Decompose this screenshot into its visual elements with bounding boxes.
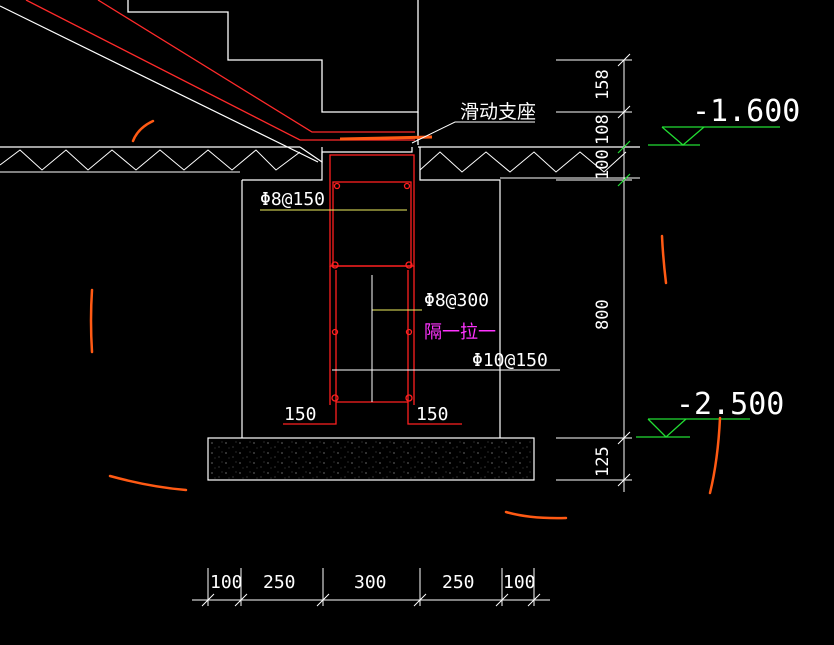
dim-v-158: 158	[593, 69, 613, 100]
dim-v-800: 800	[593, 299, 613, 330]
soil-hatch	[0, 149, 640, 179]
foundation-outline	[241, 147, 501, 438]
horizontal-dimension-chain	[192, 568, 550, 607]
dim-h-100-right: 100	[503, 572, 536, 593]
dim-h-250-left: 250	[263, 572, 296, 593]
concrete-pad	[207, 437, 535, 481]
dim-v-125: 125	[593, 446, 613, 477]
sliding-support-label: 滑动支座	[460, 101, 536, 123]
stair-steps	[127, 0, 419, 145]
dim-h-250-right: 250	[442, 572, 475, 593]
markup-strokes	[89, 119, 722, 520]
rebar-top-label: Φ8@150	[260, 189, 325, 210]
stair-underside	[0, 5, 319, 163]
rebar-bottom-label: Φ10@150	[472, 350, 548, 371]
level-bottom-label: -2.500	[676, 387, 784, 422]
dim-h-300: 300	[354, 572, 387, 593]
right-anchor-length: 150	[416, 404, 449, 425]
level-top-label: -1.600	[692, 94, 800, 129]
level-marker-top	[648, 126, 780, 146]
dim-v-100: 100	[593, 149, 613, 180]
ground-line	[0, 146, 640, 164]
dim-v-108: 108	[593, 114, 613, 145]
level-ticks	[617, 140, 631, 187]
rebar-cage	[283, 154, 462, 425]
tie-note-label: 隔一拉一	[424, 322, 496, 343]
vertical-dimension-chain	[556, 53, 632, 492]
cage-internal-lines	[332, 275, 560, 402]
rebar-mid-label: Φ8@300	[424, 290, 489, 311]
rebar-ties	[260, 209, 422, 311]
level-marker-bottom	[636, 418, 750, 438]
sliding-support-leader	[411, 121, 535, 144]
left-anchor-length: 150	[284, 404, 317, 425]
sliding-support-mark	[339, 135, 433, 141]
stair-slab	[25, 0, 415, 141]
dim-h-100-left: 100	[210, 572, 243, 593]
